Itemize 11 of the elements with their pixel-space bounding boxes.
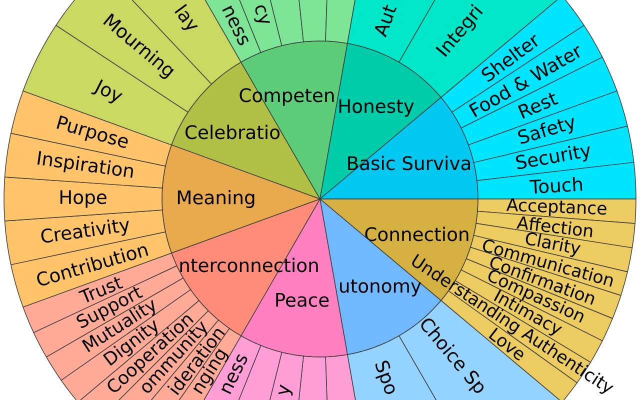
ring-segment: y xyxy=(270,352,304,400)
node-label: Spo xyxy=(375,360,395,394)
ring-segment xyxy=(325,354,356,400)
wheel-sector: Meaning xyxy=(162,144,320,254)
ring-segment: Aut xyxy=(347,0,436,63)
ring-segment xyxy=(325,0,356,44)
node-label: Hope xyxy=(60,190,106,208)
node-label: y xyxy=(278,384,293,396)
node-label: Aut xyxy=(374,4,397,38)
ring-segment xyxy=(270,0,304,46)
ring-segment xyxy=(298,356,328,400)
